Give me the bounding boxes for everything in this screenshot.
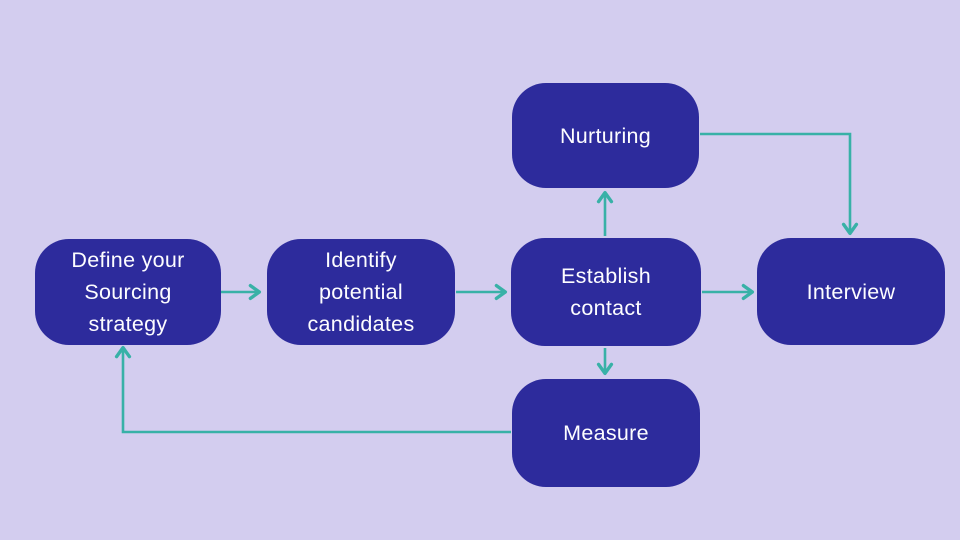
edge-nurturing-to-interview — [700, 132, 859, 236]
node-identify-potential-candidates: Identify potential candidates — [267, 239, 455, 345]
edges-group — [114, 132, 859, 434]
node-label-line: Nurturing — [559, 123, 652, 148]
node-label-line: candidates — [307, 312, 415, 336]
node-label-line: Measure — [563, 421, 649, 445]
node-label-line: Sourcing — [84, 280, 172, 304]
edge-measure-to-define — [114, 345, 511, 434]
node-label-line: Interview — [806, 279, 896, 304]
node-label-line: Establish — [561, 264, 651, 288]
node-measure: Measure — [512, 379, 700, 487]
node-interview: Interview — [757, 238, 945, 345]
node-label-line: strategy — [88, 312, 168, 336]
node-label-line: Identify — [325, 248, 397, 272]
node-establish-contact: Establish contact — [511, 238, 701, 346]
node-nurturing: Nurturing — [512, 83, 699, 188]
node-label-line: potential — [319, 280, 403, 304]
node-label-line: Define your — [71, 248, 185, 272]
node-label-line: contact — [570, 296, 642, 320]
